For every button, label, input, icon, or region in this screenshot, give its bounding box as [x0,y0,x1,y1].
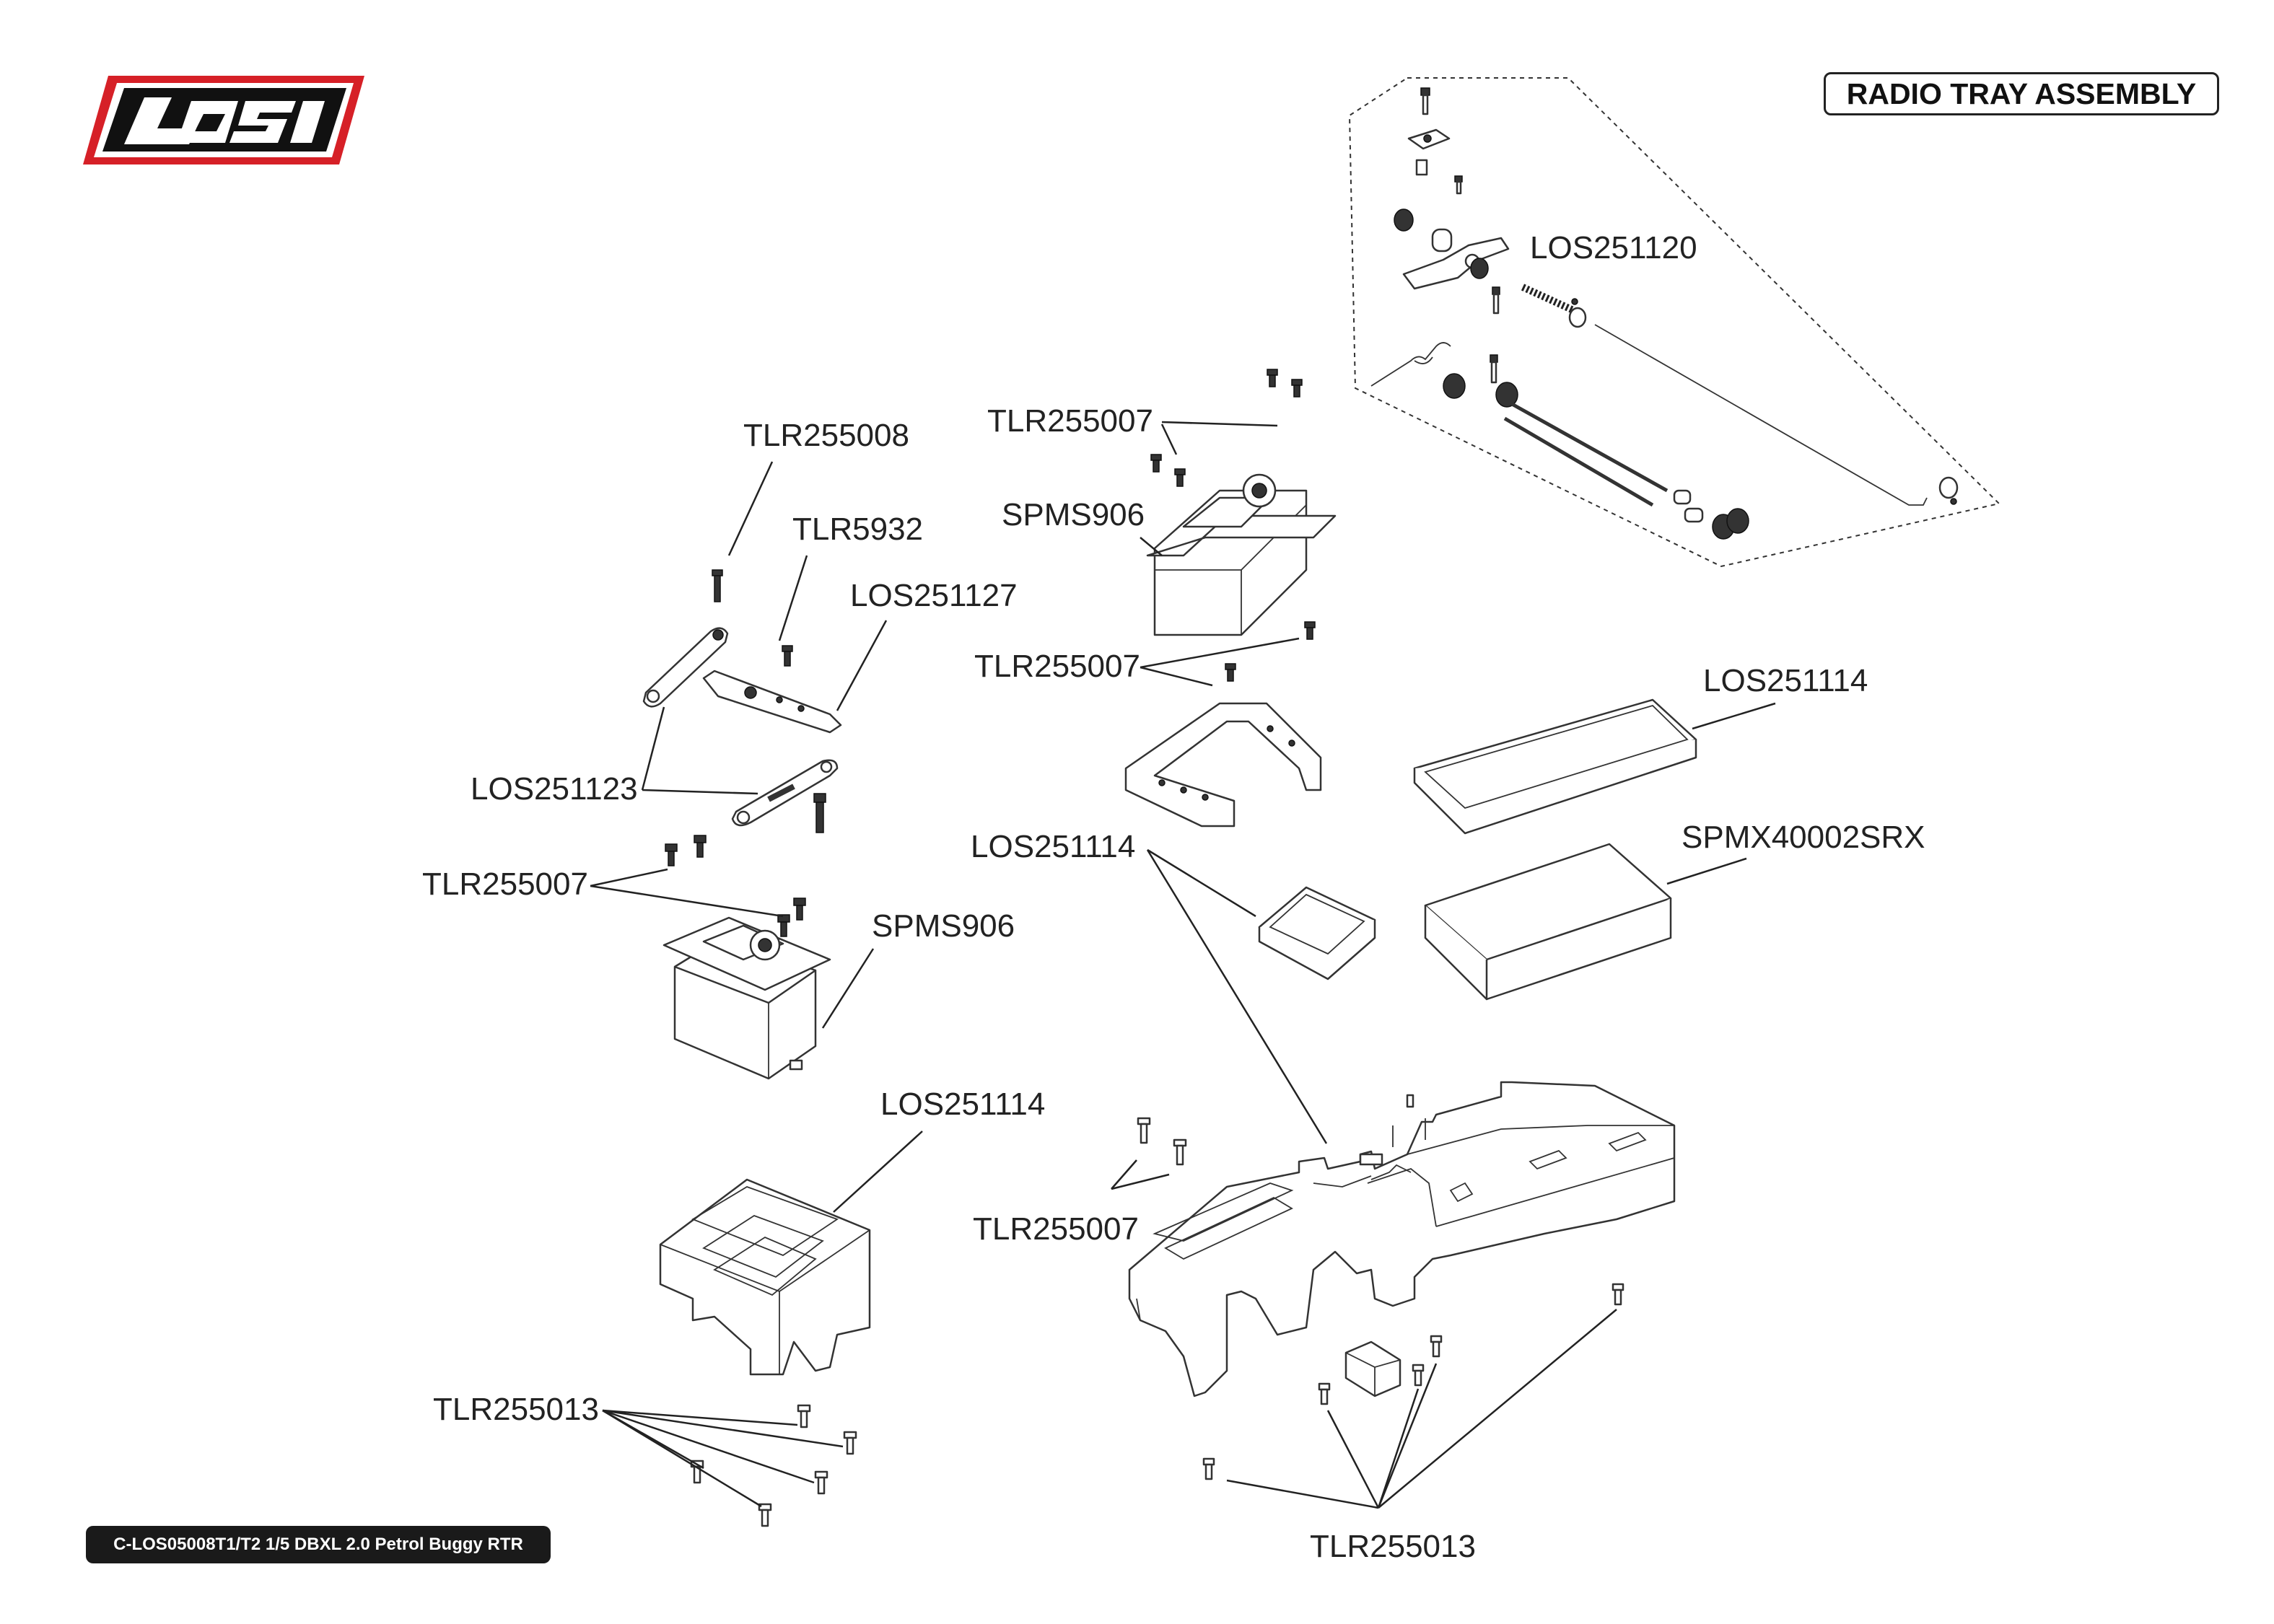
servo-top [1146,473,1337,636]
label-spms906-top: SPMS906 [1002,497,1145,532]
label-spms906-left: SPMS906 [872,908,1015,944]
page-title: RADIO TRAY ASSEMBLY [1824,72,2219,115]
label-tlr5932: TLR5932 [792,512,923,547]
screws-top-servo [1150,369,1316,682]
label-los251114-low: LOS251114 [880,1087,1045,1122]
footer-caption: C-LOS05008T1/T2 1/5 DBXL 2.0 Petrol Bugg… [86,1526,551,1563]
battery-pack [1424,843,1672,1001]
label-tlr255013-left: TLR255013 [433,1392,599,1427]
throttle-linkage-parts [1370,87,1959,540]
radio-tray-chassis [1128,1081,1676,1397]
losi-logo [83,76,364,164]
linkage-group-outline [1348,77,2001,568]
screws-chassis [1137,1117,1624,1480]
label-tlr255007-top: TLR255007 [987,403,1153,439]
label-tlr255013-bottom: TLR255013 [1310,1529,1476,1564]
servo-horn-parts [642,569,842,833]
label-spmx40002srx: SPMX40002SRX [1682,820,1925,855]
label-los251120: LOS251120 [1530,230,1697,265]
screws-left-cluster [690,1404,857,1527]
servo-left [662,835,831,1080]
label-tlr255007-mid: TLR255007 [974,649,1140,684]
receiver-box [1258,886,1376,980]
label-los251114-top: LOS251114 [1703,663,1868,698]
label-tlr255007-left: TLR255007 [422,866,588,902]
servo-mount-bracket [1124,702,1322,828]
label-los251127: LOS251127 [850,578,1018,613]
label-tlr255007-low: TLR255007 [973,1211,1139,1247]
label-los251114-mid: LOS251114 [971,829,1135,864]
label-tlr255008: TLR255008 [743,418,909,453]
label-los251123: LOS251123 [471,771,638,807]
servo-box [659,1178,871,1376]
battery-lid [1413,698,1697,835]
